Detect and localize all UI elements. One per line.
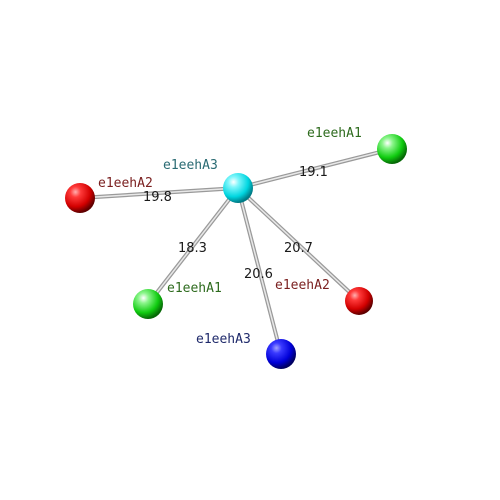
- edges: [79, 147, 393, 355]
- edge-label-center-bl: 18.3: [178, 241, 207, 256]
- nodes: [65, 134, 407, 369]
- edge-label-center-bottom: 20.6: [244, 267, 273, 282]
- node-label-bl: e1eehA1: [167, 281, 222, 296]
- node-br[interactable]: [345, 287, 373, 315]
- node-label-br: e1eehA2: [275, 278, 330, 293]
- edge-center-bottom: [236, 187, 283, 355]
- edge-label-center-tr: 19.1: [299, 165, 328, 180]
- node-tr[interactable]: [377, 134, 407, 164]
- edge-label-center-left: 19.8: [143, 190, 172, 205]
- node-left[interactable]: [65, 183, 95, 213]
- edge-center-bl: [146, 186, 240, 306]
- node-bottom[interactable]: [266, 339, 296, 369]
- edge-labels: 19.1 19.8 18.3 20.6 20.7: [143, 165, 328, 282]
- node-label-left: e1eehA2: [98, 176, 153, 191]
- node-center[interactable]: [223, 173, 253, 203]
- node-label-bottom: e1eehA3: [196, 332, 251, 347]
- node-label-tr: e1eehA1: [307, 126, 362, 141]
- node-label-center: e1eehA3: [163, 158, 218, 173]
- edge-center-left: [79, 186, 239, 200]
- edge-center-br: [236, 186, 361, 303]
- node-bl[interactable]: [133, 289, 163, 319]
- edge-center-tr: [237, 147, 393, 190]
- edge-label-center-br: 20.7: [284, 241, 313, 256]
- node-labels: e1eehA3 e1eehA1 e1eehA2 e1eehA1 e1eehA2 …: [98, 126, 362, 347]
